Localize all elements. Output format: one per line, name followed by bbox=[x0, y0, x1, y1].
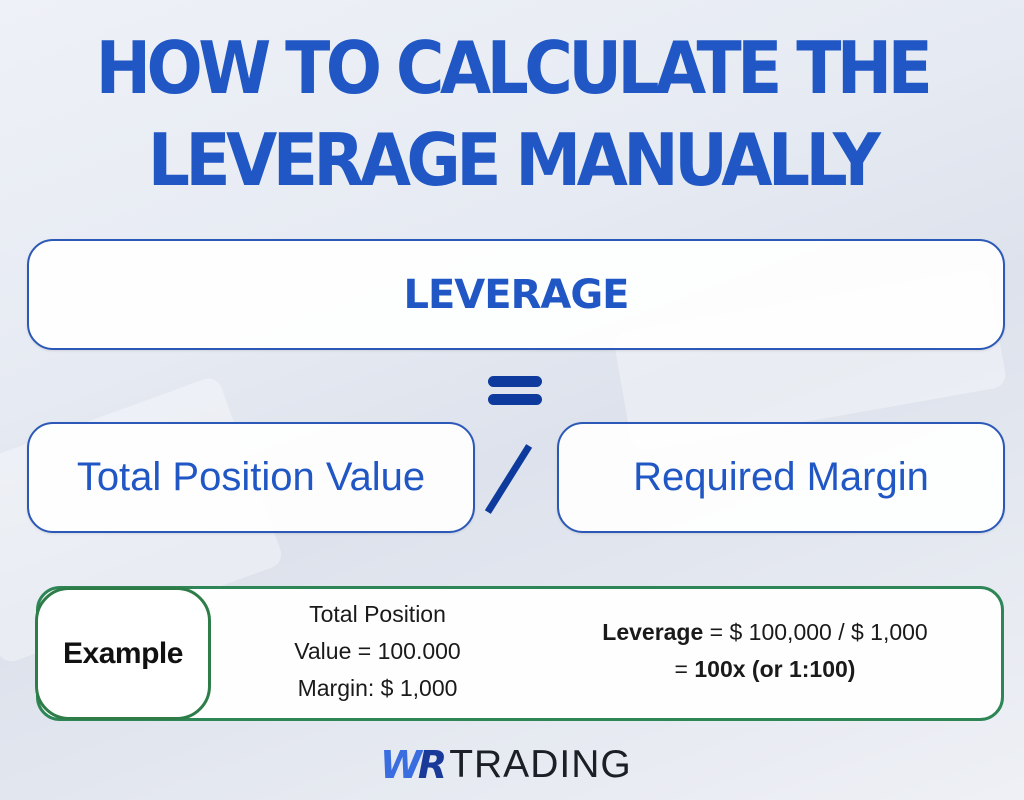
page-title: HOW TO CALCULATE THE LEVERAGE MANUALLY bbox=[41, 22, 983, 206]
result-prefix: = bbox=[674, 656, 695, 682]
result-value: 100x (or 1:100) bbox=[694, 656, 856, 682]
logo-mark: WR bbox=[380, 743, 447, 787]
given-line: Value = 100.000 bbox=[294, 638, 461, 664]
divide-slash-icon bbox=[484, 444, 533, 514]
total-position-value-label: Total Position Value bbox=[76, 455, 426, 499]
result-label: Leverage bbox=[602, 619, 704, 645]
logo-text: TRADING bbox=[449, 743, 632, 786]
given-line: Margin: $ 1,000 bbox=[297, 675, 458, 701]
example-given-values: Total Position Value = 100.000 Margin: $… bbox=[240, 596, 515, 707]
example-result: Leverage = $ 100,000 / $ 1,000 = 100x (o… bbox=[540, 614, 990, 688]
leverage-label: LEVERAGE bbox=[403, 271, 629, 318]
required-margin-label: Required Margin bbox=[633, 455, 929, 499]
total-position-value-box: Total Position Value bbox=[27, 422, 475, 533]
example-tag: Example bbox=[35, 587, 211, 720]
title-line-1: HOW TO CALCULATE THE bbox=[95, 26, 933, 110]
given-line: Total Position bbox=[309, 601, 446, 627]
example-tag-label: Example bbox=[63, 636, 183, 670]
result-expression: = $ 100,000 / $ 1,000 bbox=[703, 619, 928, 645]
result-line-1: Leverage = $ 100,000 / $ 1,000 bbox=[540, 614, 990, 651]
required-margin-box: Required Margin bbox=[557, 422, 1005, 533]
wr-trading-logo: WR TRADING bbox=[380, 743, 632, 787]
equals-icon bbox=[488, 376, 542, 412]
leverage-box: LEVERAGE bbox=[27, 239, 1005, 350]
result-line-2: = 100x (or 1:100) bbox=[540, 651, 990, 688]
title-line-2: LEVERAGE MANUALLY bbox=[147, 118, 881, 202]
